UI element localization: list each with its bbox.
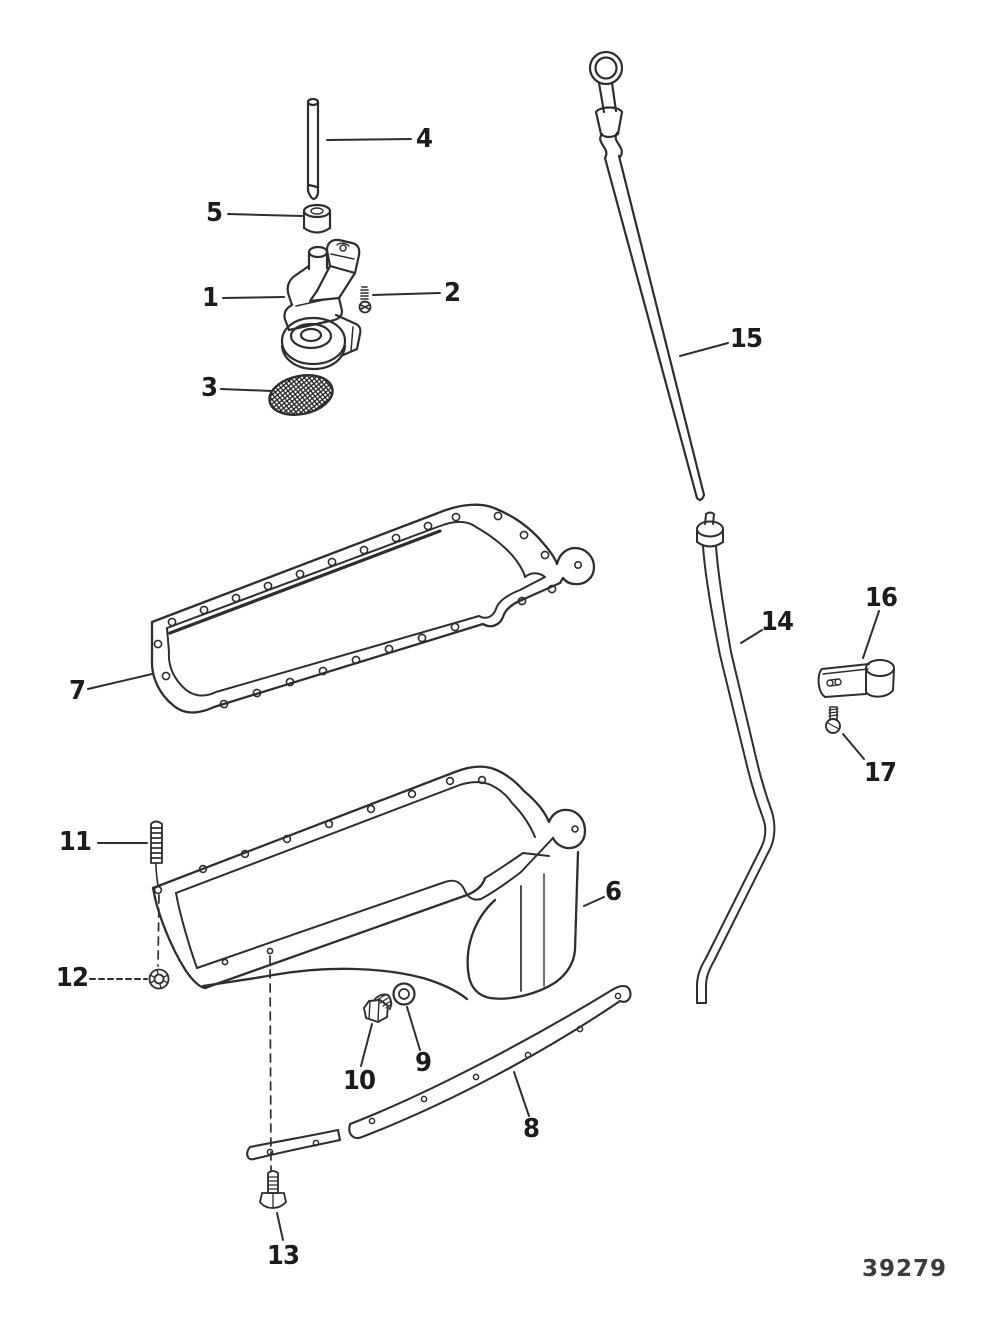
leader-17 xyxy=(842,733,865,760)
callout-17: 17 xyxy=(863,758,897,788)
callout-16: 16 xyxy=(864,583,898,613)
reinforcement-strip-drawing xyxy=(246,984,632,1161)
pickup-screen-drawing xyxy=(268,374,334,416)
leader-14 xyxy=(740,629,763,644)
callout-12: 12 xyxy=(55,963,89,993)
leader-5 xyxy=(227,213,303,217)
callout-8: 8 xyxy=(522,1114,540,1144)
leader-13 xyxy=(276,1212,284,1241)
drain-plug-drawing xyxy=(363,993,393,1023)
stud-drawing xyxy=(150,820,163,887)
tube-clamp-drawing xyxy=(817,659,895,698)
clamp-screw-drawing xyxy=(825,706,841,734)
leader-7 xyxy=(87,673,153,690)
assembly-dashed-lines xyxy=(157,894,272,1171)
drawing-number: 39279 xyxy=(861,1256,947,1282)
callout-2: 2 xyxy=(443,278,461,308)
gasket-drawing xyxy=(150,503,596,714)
bolt-drawing xyxy=(259,1170,287,1209)
callout-10: 10 xyxy=(342,1066,376,1096)
leader-lines xyxy=(87,138,880,1241)
callout-4: 4 xyxy=(415,124,433,154)
pump-screw-drawing xyxy=(358,286,372,314)
drive-shaft-drawing xyxy=(306,97,320,201)
leader-6 xyxy=(583,896,605,907)
leader-8 xyxy=(513,1071,530,1117)
callout-5: 5 xyxy=(205,198,223,228)
nut-drawing xyxy=(148,968,170,990)
leader-15 xyxy=(679,342,729,357)
leader-2 xyxy=(372,292,441,296)
callout-11: 11 xyxy=(58,827,92,857)
callout-6: 6 xyxy=(604,877,622,907)
callout-7: 7 xyxy=(68,676,86,706)
washer-drawing xyxy=(392,982,416,1006)
coupling-drawing xyxy=(302,203,332,234)
callout-15: 15 xyxy=(729,324,763,354)
oil-pan-drawing xyxy=(151,765,587,1001)
leader-10 xyxy=(360,1023,373,1067)
callout-9: 9 xyxy=(414,1048,432,1078)
leader-3 xyxy=(220,388,273,392)
leader-4 xyxy=(326,138,412,141)
callout-3: 3 xyxy=(200,373,218,403)
leader-16 xyxy=(862,610,880,659)
oil-pump-drawing xyxy=(280,238,362,371)
callout-14: 14 xyxy=(760,607,794,637)
leader-9 xyxy=(406,1006,421,1051)
callout-13: 13 xyxy=(266,1241,300,1271)
dipstick-tube-drawing xyxy=(696,511,776,1004)
dipstick-drawing xyxy=(588,50,706,502)
callout-1: 1 xyxy=(201,283,219,313)
leader-1 xyxy=(222,296,285,299)
